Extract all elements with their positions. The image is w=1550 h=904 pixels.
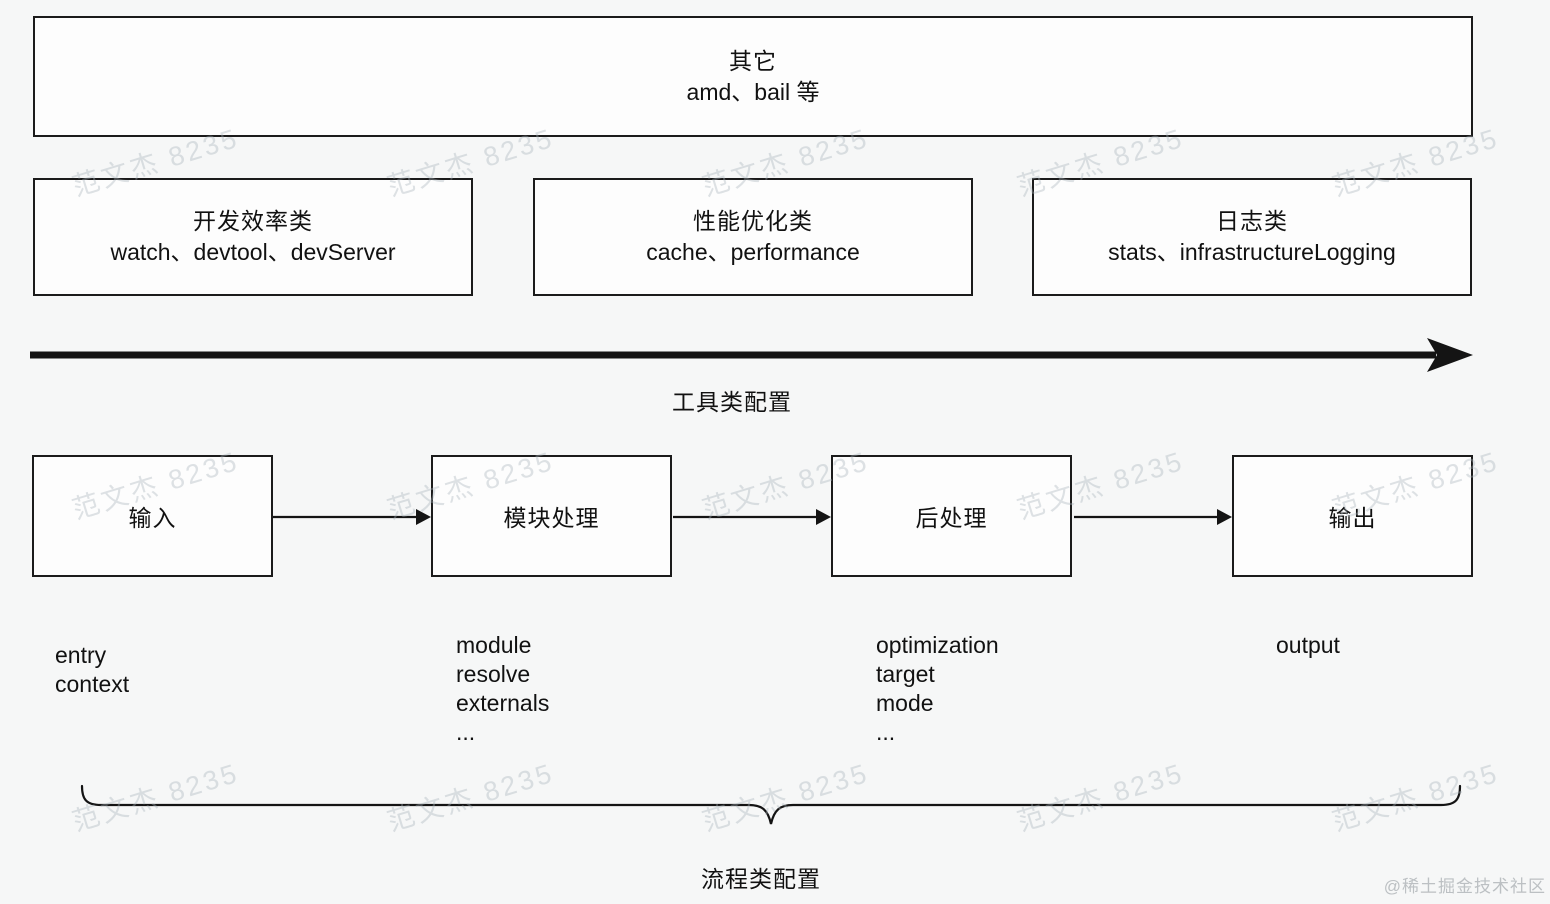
category-title: 性能优化类 [693, 208, 813, 234]
category-box-logging: 日志类 stats、infrastructureLogging [1032, 178, 1472, 296]
flow-box-post-processing: 后处理 [831, 455, 1072, 577]
stage-items-output: output [1276, 632, 1340, 658]
category-subtitle: stats、infrastructureLogging [1108, 239, 1396, 265]
flow-arrow-3 [1074, 509, 1232, 525]
category-title: 日志类 [1216, 208, 1288, 234]
flow-box-label: 模块处理 [503, 505, 600, 531]
tool-axis-arrow [30, 338, 1473, 372]
flow-group-label: 流程类配置 [701, 866, 821, 892]
flow-box-label: 输入 [128, 505, 177, 531]
watermark-text: 范文杰 8235 [1328, 757, 1503, 837]
flow-box-label: 输出 [1328, 505, 1377, 531]
category-title: 开发效率类 [193, 208, 313, 234]
flow-box-output: 输出 [1232, 455, 1473, 577]
stage-items-post-processing: optimization target mode ... [876, 632, 999, 745]
tool-axis-label: 工具类配置 [672, 389, 792, 415]
watermark-text: 范文杰 8235 [68, 757, 243, 837]
category-box-performance: 性能优化类 cache、performance [533, 178, 973, 296]
flow-group-brace [80, 784, 1462, 825]
stage-items-module-processing: module resolve externals ... [456, 632, 550, 745]
flow-arrow-2 [673, 509, 831, 525]
category-box-dev-efficiency: 开发效率类 watch、devtool、devServer [33, 178, 473, 296]
watermark-text: 范文杰 8235 [383, 757, 558, 837]
other-config-title: 其它 [729, 47, 777, 74]
watermark-text: 范文杰 8235 [1013, 757, 1188, 837]
other-config-box: 其它 amd、bail 等 [33, 16, 1473, 137]
community-credit: @稀土掘金技术社区 [1383, 877, 1546, 896]
other-config-subtitle: amd、bail 等 [686, 78, 820, 105]
stage-items-input: entry context [55, 642, 130, 697]
category-subtitle: watch、devtool、devServer [110, 239, 396, 265]
flow-box-label: 后处理 [915, 505, 988, 531]
watermark-text: 范文杰 8235 [698, 757, 873, 837]
flow-box-module-processing: 模块处理 [431, 455, 672, 577]
flow-arrow-1 [273, 509, 431, 525]
category-subtitle: cache、performance [646, 239, 860, 265]
flow-box-input: 输入 [32, 455, 273, 577]
